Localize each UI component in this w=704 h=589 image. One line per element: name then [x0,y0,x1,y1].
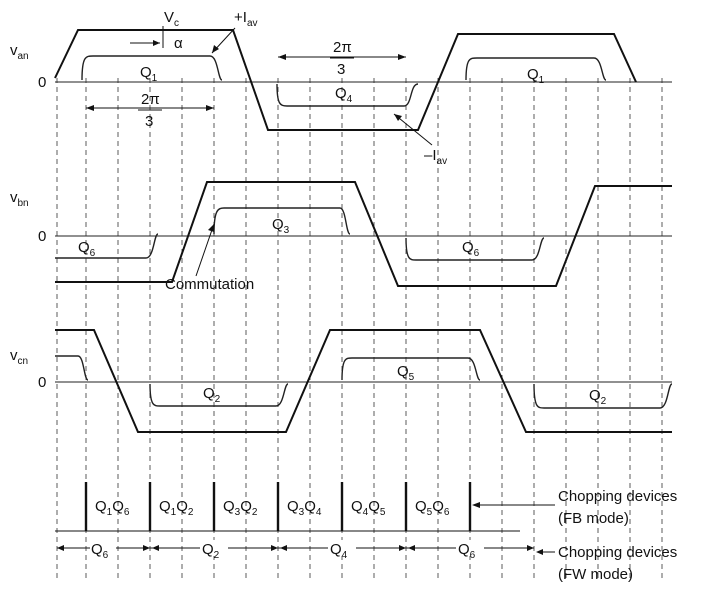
fb-cell-3: Q3Q2 [223,498,258,518]
fb-cell-4: Q3Q4 [287,498,322,518]
fb-label-line2: (FB mode) [558,510,629,527]
fw-label-line1: Chopping devices [558,544,677,561]
fw-cell-1: Q6 [91,541,109,561]
fw-pointer-head [536,549,543,555]
two-pi-label-a: 2π [141,91,160,108]
fb-cell-6: Q5Q6 [415,498,450,518]
two-pi-label-b: 2π [333,39,352,56]
pulse-label-c1: Q2 [203,385,221,405]
span-a-left-head [86,105,94,111]
fw-mode-row: Q6 Q2 Q4 Q6 Chopping devices (FW mode) [57,540,677,583]
van-trace [54,29,672,131]
pulse-label-b3: Q6 [462,239,480,259]
pulse-label-b2: Q3 [272,216,290,236]
van-zero-label: 0 [38,74,46,91]
vc-label: Vc [164,9,179,29]
pulse-label-a2: Q4 [335,85,353,105]
fb-label-line1: Chopping devices [558,488,677,505]
vbn-zero-label: 0 [38,228,46,245]
vcn-current-start [55,355,89,381]
span-a-right-head [206,105,214,111]
fb-pointer-head [472,502,480,508]
vcn-zero-label: 0 [38,374,46,391]
vbn-label: vbn [10,189,29,209]
minus-iav-arrowhead [394,114,402,121]
pulse-label-b1: Q6 [78,239,96,259]
vcn-label: vcn [10,347,28,367]
pulse-label-a3: Q1 [527,66,545,86]
pulse-label-c3: Q2 [589,387,607,407]
alpha-label: α [174,35,183,52]
vcn-current-q2b [533,383,673,409]
alpha-arrowhead [153,40,160,46]
fb-mode-row: Q1Q6 Q1Q2 Q3Q2 Q3Q4 Q4Q5 Q5Q6 Chopping d… [55,482,677,532]
vcn-current-q2a [149,383,289,407]
vbn-back-emf [55,181,672,287]
commutation-leader [195,223,215,277]
pulse-label-a1: Q1 [140,64,158,84]
plus-iav-label: +Iav [234,9,258,29]
commutation-arrowhead [208,224,214,232]
van-current-q1b [465,57,607,81]
vcn-current-q5 [341,357,481,381]
fw-cell-3: Q4 [330,541,348,561]
three-label-b: 3 [337,61,345,78]
vbn-current-q6a [55,233,159,259]
fb-cell-5: Q4Q5 [351,498,386,518]
vbn-trace [55,181,672,287]
van-current-q1 [81,55,223,81]
fb-cell-2: Q1Q2 [159,498,194,518]
van-label: van [10,42,29,62]
minus-iav-leader [393,113,433,146]
timing-gridlines [56,78,663,582]
commutation-label: Commutation [165,276,254,293]
fb-cell-1: Q1Q6 [95,498,130,518]
three-label-a: 3 [145,113,153,130]
plus-iav-arrowhead [212,45,219,53]
span-b-left-head [278,54,286,60]
vbn-current-q3 [213,207,351,235]
fw-label-line2: (FW mode) [558,566,633,583]
fw-cell-4: Q6 [458,541,476,561]
van-back-emf [54,29,637,131]
minus-iav-label: –Iav [424,147,447,167]
vcn-back-emf [55,329,672,433]
van-current-q4 [276,83,419,107]
vcn-trace [55,329,673,433]
vbn-current-q6b [405,237,545,261]
pulse-label-c2: Q5 [397,363,415,383]
fw-cell-2: Q2 [202,541,220,561]
span-b-right-head [398,54,406,60]
